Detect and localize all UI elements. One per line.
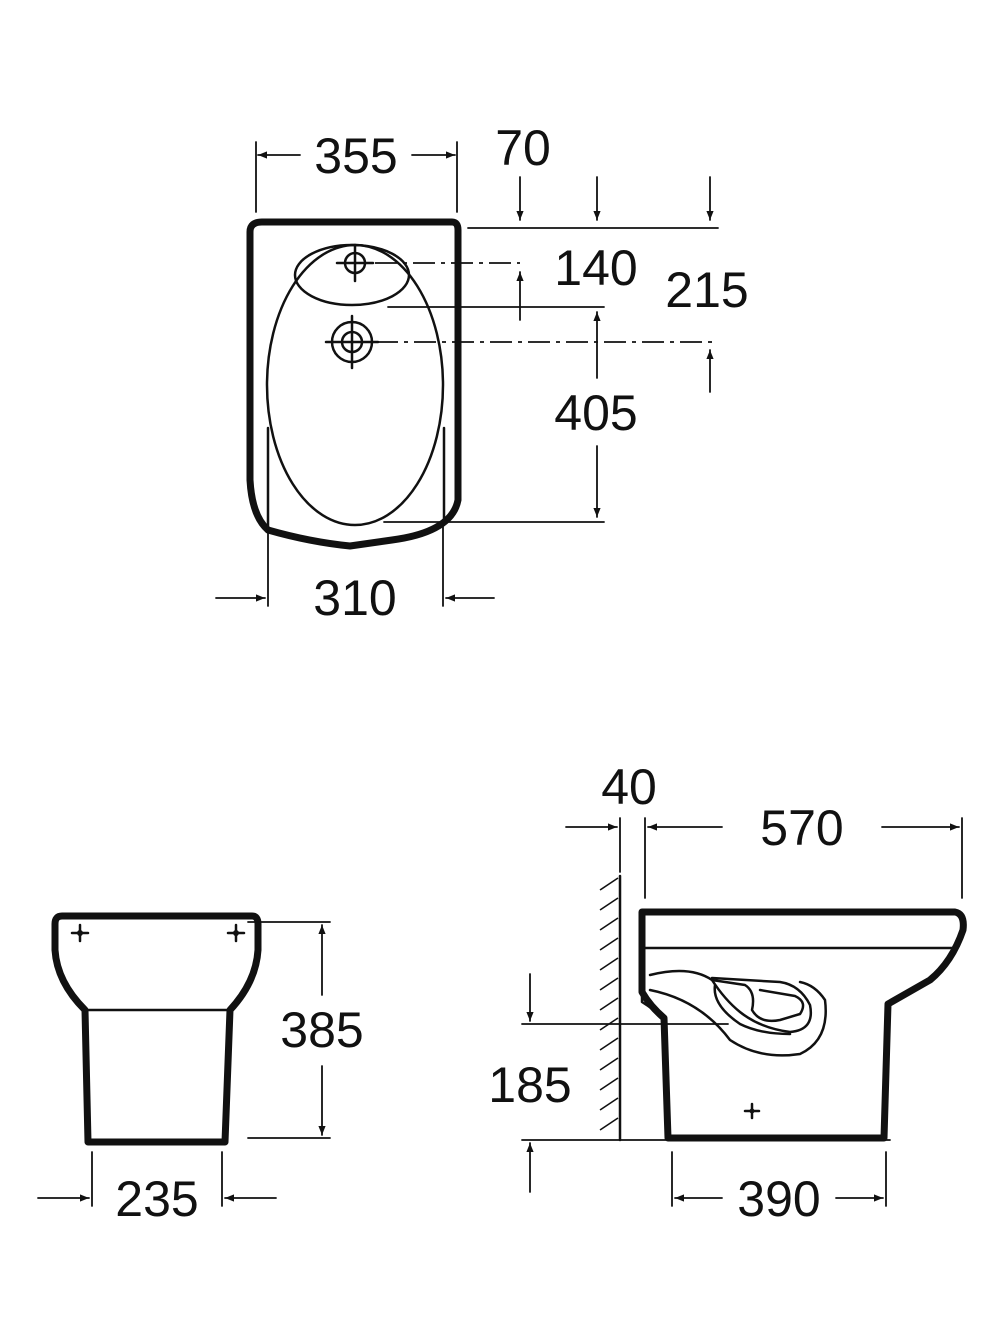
dim-385-label: 385 [280,1002,363,1058]
side-view-outline [638,908,967,1142]
front-view-outline [51,912,262,1146]
dim-40-label: 40 [601,759,657,815]
side-view: 185 40 570 390 [488,759,967,1227]
dim-185-label: 185 [488,1057,571,1113]
fixing-mark-icon [70,923,90,943]
tap-deck-oval [293,243,411,307]
wall-hatching [599,877,619,1131]
dim-310-label: 310 [313,570,396,626]
inner-bowl-line [648,969,813,1034]
rear-step-line [640,990,666,1022]
top-view: 355 70 140 215 405 310 [215,120,749,626]
dim-355-label: 355 [314,128,397,184]
dim-215-label: 215 [665,262,748,318]
outlet-lower-line [648,980,827,1057]
fixing-mark-icon [226,923,246,943]
fixing-mark-icon [743,1102,761,1120]
outlet-curve-line [713,983,792,1036]
front-view: 385 235 [37,912,364,1227]
outlet-inner-line [710,978,805,1023]
top-view-outline [246,218,462,550]
dim-70-label: 70 [495,120,551,176]
bowl-ellipse [265,243,445,527]
tap-hole-icon [335,243,375,283]
dim-405-label: 405 [554,385,637,441]
dim-140-label: 140 [554,240,637,296]
waste-hole-icon [324,314,380,370]
dim-235-label: 235 [115,1171,198,1227]
dim-570-label: 570 [760,800,843,856]
dim-390-label: 390 [737,1171,820,1227]
